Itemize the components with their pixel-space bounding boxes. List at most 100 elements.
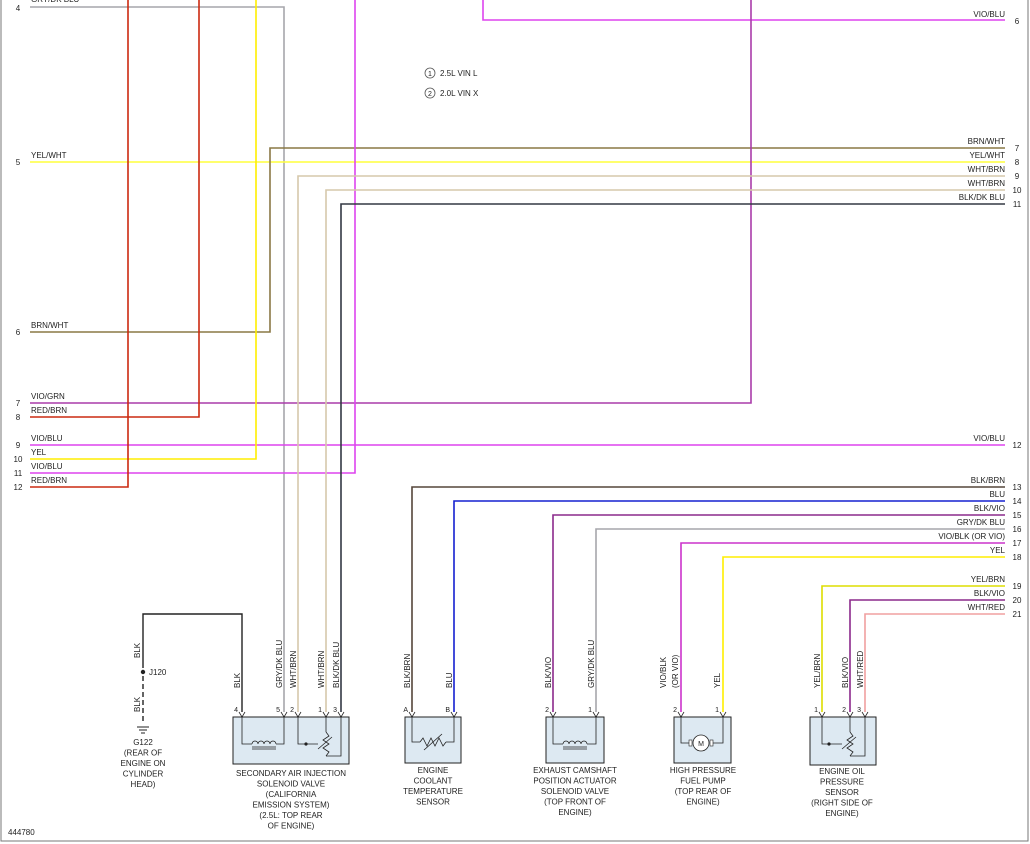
wire-brn-wht-6-to-7 <box>30 147 1005 333</box>
wire-blk-ground-to-sai-4 <box>142 613 243 712</box>
cam-caption-line-5: ENGINE) <box>558 808 592 817</box>
ground-caption-line-2: (REAR OF <box>124 749 162 758</box>
cam-pin-mark-0 <box>549 711 557 718</box>
cam-valve-box <box>545 716 605 764</box>
wire-label-left-brn-wht-6: BRN/WHT <box>31 321 68 330</box>
pin-number-left-9: 9 <box>16 441 21 450</box>
motor-brush-right <box>709 739 714 747</box>
component-layer <box>137 67 877 766</box>
pin-number-left-8: 8 <box>16 413 21 422</box>
oil-pin-mark-2 <box>861 711 869 718</box>
ect-pin-B: B <box>445 707 450 714</box>
sai-pin-2: 2 <box>290 707 294 714</box>
wire-label-right-yel-brn-19: YEL/BRN <box>971 575 1005 584</box>
motor-brush-left <box>688 739 693 747</box>
sai-coil-symbol <box>251 740 277 745</box>
wire-label-right-vio-blk-or-vio-17: VIO/BLK (OR VIO) <box>938 532 1005 541</box>
pin-number-left-5: 5 <box>16 158 21 167</box>
wire-label-right-brn-wht-7: BRN/WHT <box>968 137 1005 146</box>
cam-pin-2: 2 <box>545 707 549 714</box>
pin-number-right-11: 11 <box>1013 200 1022 209</box>
sai-caption-line-4: EMISSION SYSTEM) <box>253 801 330 810</box>
wire-label-right-blu-14: BLU <box>989 490 1005 499</box>
pump-pin-mark-1 <box>719 711 727 718</box>
vertical-wire-label-ground-blk-bottom: BLK <box>133 696 142 712</box>
pin-number-right-14: 14 <box>1013 497 1022 506</box>
sai-caption-line-2: SOLENOID VALVE <box>257 780 325 789</box>
wire-label-left-yel-10: YEL <box>31 448 47 457</box>
ect-pin-mark-1 <box>450 711 458 718</box>
wire-wht-brn-9-to-sai-2 <box>297 175 1005 712</box>
vertical-wire-label-oil-blkvio: BLK/VIO <box>841 657 850 688</box>
pin-number-right-18: 18 <box>1013 553 1022 562</box>
wire-red-brn-left-8 <box>30 0 200 418</box>
pin-number-left-11: 11 <box>14 469 23 478</box>
pin-number-left-6: 6 <box>16 328 21 337</box>
pin-number-right-9: 9 <box>1015 172 1020 181</box>
ect-lead-a <box>411 717 420 743</box>
wire-yel-18-to-pump-1 <box>722 556 1005 712</box>
fuel-pump-box <box>673 716 732 764</box>
vertical-wire-label-ground-blk-top: BLK <box>133 642 142 658</box>
pin-number-right-8: 8 <box>1015 158 1020 167</box>
pin-number-left-7: 7 <box>16 399 21 408</box>
oil-lead-b <box>850 717 866 757</box>
sai-pot-wiper <box>317 736 333 750</box>
vertical-wire-label-oil-yelbrn: YEL/BRN <box>813 654 822 688</box>
sai-pin-mark-0 <box>238 711 246 718</box>
pin-number-right-7: 7 <box>1015 144 1020 153</box>
wire-vio-grn-left-7 <box>30 0 752 404</box>
ect-caption-line-1: ENGINE <box>418 766 449 775</box>
cam-coil-lead-b <box>587 717 597 745</box>
vertical-wire-label-cam-blkvio: BLK/VIO <box>544 657 553 688</box>
pin-number-right-6: 6 <box>1015 17 1020 26</box>
cam-pin-1: 1 <box>588 707 592 714</box>
oil-potentiometer-symbol <box>846 731 854 757</box>
ect-caption-line-4: SENSOR <box>416 798 450 807</box>
vertical-wire-label-sai-grydkblu: GRY/DK BLU <box>275 639 284 688</box>
pin-number-right-19: 19 <box>1013 582 1022 591</box>
sai-pin-mark-3 <box>322 711 330 718</box>
wire-label-left-red-brn-12: RED/BRN <box>31 476 67 485</box>
vertical-wire-label-sai-blkdkblu: BLK/DK BLU <box>332 642 341 688</box>
wire-label-left-vio-grn-7: VIO/GRN <box>31 392 65 401</box>
wire-layer <box>30 0 1005 724</box>
wire-label-right-wht-brn-10: WHT/BRN <box>968 179 1006 188</box>
oil-node <box>827 742 831 746</box>
pin-number-right-21: 21 <box>1013 610 1022 619</box>
pump-caption-line-3: (TOP REAR OF <box>675 787 732 796</box>
pump-lead-a <box>680 717 692 744</box>
ect-thermistor-slash <box>423 733 443 751</box>
oil-caption-line-1: ENGINE OIL <box>819 767 865 776</box>
sai-caption-line-5: (2.5L: TOP REAR <box>259 811 322 820</box>
wire-label-right-vio-blu-12: VIO/BLU <box>973 434 1005 443</box>
oil-caption-line-2: PRESSURE <box>820 778 864 787</box>
sai-pin-mark-4 <box>337 711 345 718</box>
vertical-wire-label-oil-whtred: WHT/RED <box>856 650 865 688</box>
wire-yel-left-10 <box>30 0 257 460</box>
oil-caption-line-3: SENSOR <box>825 788 859 797</box>
motor-symbol-letter: M <box>698 741 704 748</box>
splice-label-j120: J120 <box>149 668 167 677</box>
oil-pot-wiper <box>841 736 857 750</box>
sai-pin-4: 4 <box>234 707 238 714</box>
wire-wht-red-21-to-oil-3 <box>864 613 1005 712</box>
vertical-wire-label-pump-violblk: VIO/BLK <box>659 656 668 688</box>
wire-wht-brn-10-to-sai-1 <box>325 189 1005 712</box>
pin-number-left-4: 4 <box>16 4 21 13</box>
wire-label-right-gry-dk-blu-16: GRY/DK BLU <box>957 518 1006 527</box>
vertical-wire-label-ect-blu: BLU <box>445 672 454 688</box>
sai-pot-lead-b <box>326 717 342 757</box>
pin-number-right-15: 15 <box>1013 511 1022 520</box>
ect-pin-mark-0 <box>408 711 416 718</box>
pin-number-left-12: 12 <box>14 483 23 492</box>
oil-lead-a <box>821 717 842 745</box>
wire-gry-dkblu-16-to-cam-1 <box>595 528 1005 712</box>
sai-pot-lead-a <box>297 717 318 745</box>
ect-caption-line-2: COOLANT <box>414 777 453 786</box>
wire-yel-brn-19-to-oil-1 <box>821 585 1005 712</box>
legend-marker-2 <box>424 87 436 99</box>
